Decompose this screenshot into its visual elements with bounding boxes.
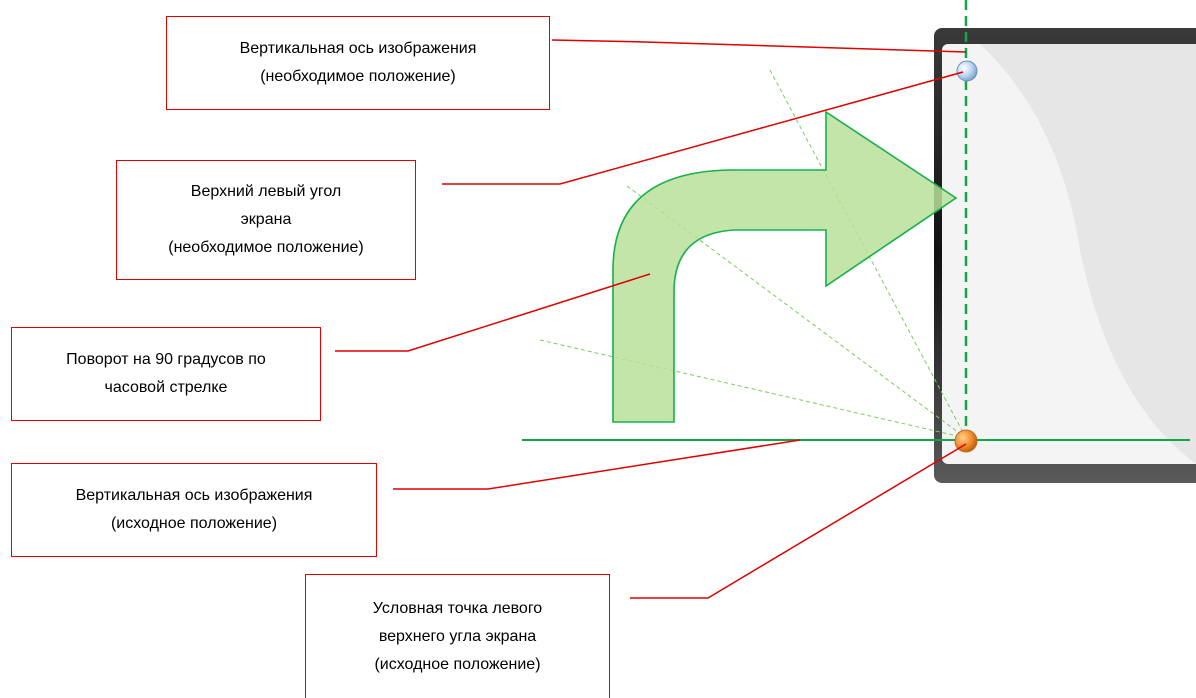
callout-rotation: Поворот на 90 градусов по часовой стрелк… (11, 327, 321, 421)
projection-line-3 (539, 339, 967, 439)
callout-text-line: экрана (240, 211, 292, 228)
projection-lines (539, 69, 967, 439)
leader-line-rotation (335, 273, 651, 352)
callout-text-line: (необходимое положение) (260, 68, 456, 85)
callout-text-line: (исходное положение) (374, 655, 541, 673)
callout-text-line: (исходное положение) (110, 515, 278, 532)
leader-line-source-corner (630, 443, 967, 599)
screen-device (934, 28, 1196, 483)
leader-lines (335, 39, 967, 599)
leader-line-source-axis (393, 439, 801, 490)
callout-target-axis: Вертикальная ось изображения (необходимо… (166, 16, 550, 110)
callout-text-line: (необходимое положение) (168, 239, 364, 256)
callout-text-line: Вертикальная ось изображения (75, 487, 313, 504)
callout-source-corner: Условная точка левого верхнего угла экра… (305, 574, 610, 698)
rotation-arrow (612, 110, 958, 423)
callout-text-line: верхнего угла экрана (378, 627, 537, 645)
callout-text-line: Вертикальная ось изображения (239, 40, 477, 57)
callout-target-corner: Верхний левый угол экрана (необходимое п… (116, 160, 416, 280)
callout-text-line: Поворот на 90 градусов по (66, 351, 266, 368)
leader-line-target-axis (551, 39, 967, 53)
leader-line-target-corner (442, 71, 964, 185)
callout-text-line: Условная точка левого (372, 599, 543, 617)
callout-text-line: Верхний левый угол (190, 183, 342, 200)
screen-glare (980, 44, 1196, 464)
callout-source-axis: Вертикальная ось изображения (исходное п… (11, 463, 377, 557)
callout-text-line: часовой стрелке (104, 379, 228, 396)
target-corner-point (956, 60, 978, 82)
